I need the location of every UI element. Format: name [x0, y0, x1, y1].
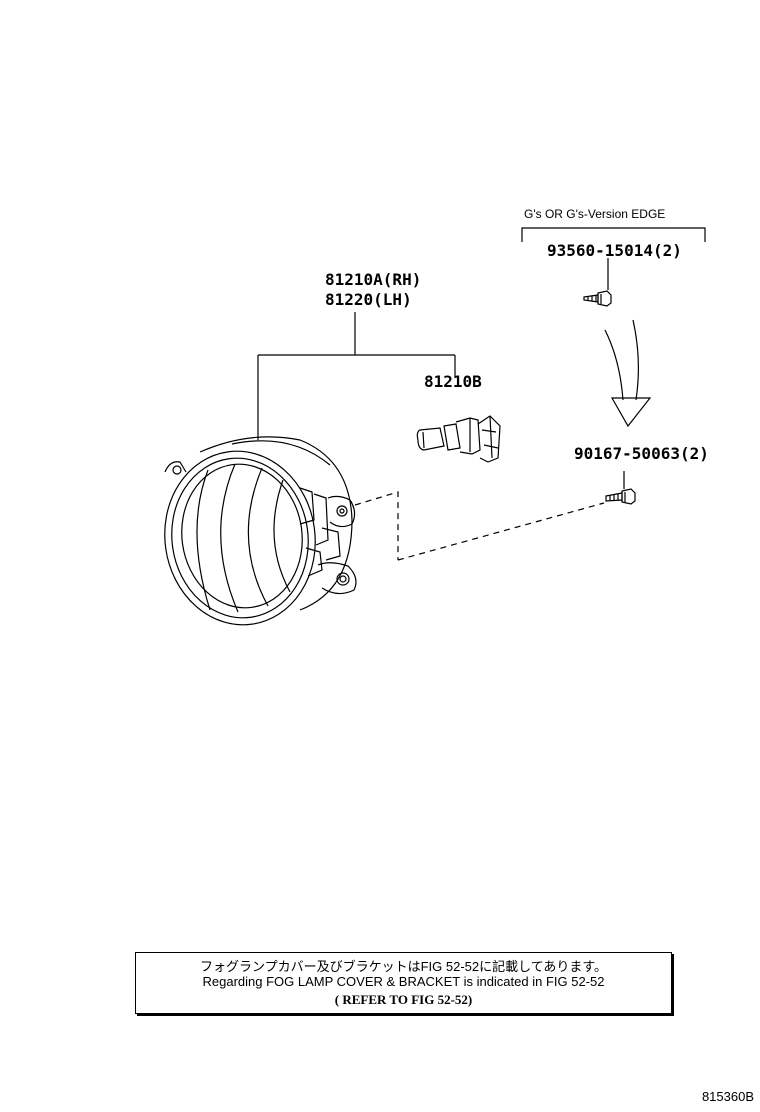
figure-id: 815360B — [701, 1089, 754, 1104]
note-reference-link[interactable]: ( REFER TO FIG 52-52) — [334, 992, 473, 1007]
fog-lamp-icon — [164, 436, 357, 626]
note-japanese: フォグランプカバー及びブラケットはFIG 52-52に記載してあります。 — [199, 959, 608, 974]
attachment-dashed-line — [354, 491, 605, 561]
screw-93560-icon — [583, 290, 612, 307]
note-english: Regarding FOG LAMP COVER & BRACKET is in… — [202, 974, 605, 989]
part-number-screw-gs[interactable]: 93560-15014(2) — [547, 241, 682, 260]
condition-label: G's OR G's-Version EDGE — [524, 207, 666, 221]
screw-90167-icon — [605, 471, 636, 505]
part-number-screw-std[interactable]: 90167-50063(2) — [574, 444, 709, 463]
part-number-lamp-rh[interactable]: 81210A(RH) — [325, 270, 422, 289]
lamp-leader-lines — [257, 312, 456, 440]
reference-note-box: フォグランプカバー及びブラケットはFIG 52-52に記載してあります。 Reg… — [135, 952, 672, 1014]
part-number-bulb[interactable]: 81210B — [424, 372, 482, 391]
replacement-arrow-icon — [604, 319, 652, 428]
bulb-icon — [416, 415, 501, 463]
part-number-lamp-lh[interactable]: 81220(LH) — [325, 290, 412, 309]
condition-bracket — [521, 227, 706, 290]
